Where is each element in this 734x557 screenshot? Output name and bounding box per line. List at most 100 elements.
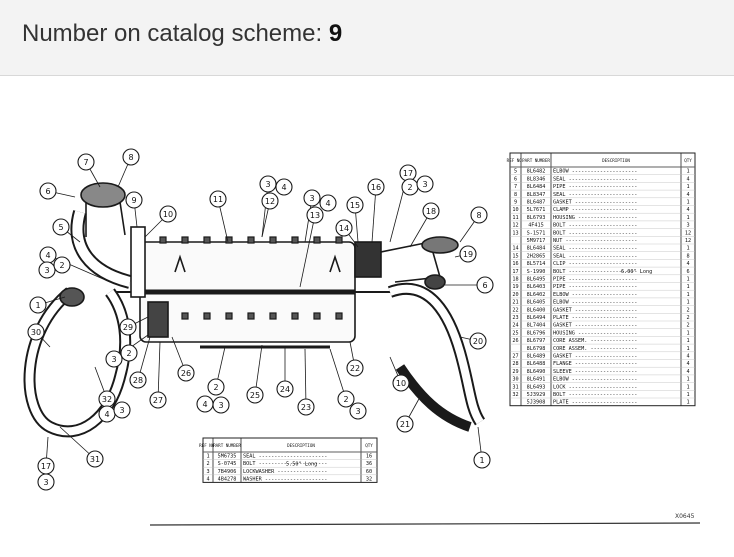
table-cell: 8L6490 [527, 369, 546, 375]
table-cell: ELBOW --------------------- [553, 300, 637, 306]
callout-1: 1 [473, 451, 491, 469]
callout-circle [37, 473, 55, 491]
callout-circle [392, 374, 410, 392]
callout-circle [159, 205, 177, 223]
table-cell: 7 [514, 184, 517, 190]
table-cell: GASKET -------------------- [553, 354, 637, 360]
callout-8: 8 [122, 148, 140, 166]
table-cell: PIPE ---------------------- [553, 277, 637, 283]
right-upper-pipe [380, 241, 442, 283]
table-cell: 5J3929 [527, 392, 546, 398]
table-cell: 8L6494 [527, 315, 546, 321]
callout-number: 2 [213, 383, 218, 392]
left-top-flange [80, 182, 126, 208]
callout-31: 31 [86, 450, 104, 468]
table-cell: 8L6798 [527, 346, 546, 352]
table-cell: 2 [686, 323, 689, 329]
callout-number: 3 [309, 194, 314, 203]
table-cell: PIPE ---------------------- [553, 284, 637, 290]
callout-2: 2 [207, 378, 225, 396]
table-cell: 8L6400 [527, 307, 546, 313]
table-cell: 4 [686, 369, 689, 375]
table-cell: 2 [206, 461, 209, 467]
housing-fins [174, 254, 341, 273]
table-cell: 1 [686, 400, 689, 406]
housing-bolt [203, 312, 211, 320]
table-cell: HOUSING ------------------- [553, 215, 637, 221]
callout-10: 10 [392, 374, 410, 392]
right-elbow-flange [424, 274, 446, 290]
table-cell: SEAL ---------------------- [553, 246, 637, 252]
housing-bolt [247, 312, 255, 320]
table-cell: SEAL ---------------------- [553, 253, 637, 259]
callout-number: 17 [403, 169, 413, 178]
callout-circle [346, 359, 364, 377]
callout-number: 3 [43, 478, 48, 487]
callout-3: 3 [38, 261, 56, 279]
callout-circle [39, 182, 57, 200]
callout-2: 2 [120, 344, 138, 362]
callout-3: 3 [416, 175, 434, 193]
table-cell: 19 [512, 284, 518, 290]
callout-5: 5 [52, 218, 70, 236]
table-cell: 1 [686, 330, 689, 336]
table-cell: 8L6403 [527, 284, 546, 290]
callout-number: 16 [371, 183, 381, 192]
callout-circle [209, 190, 227, 208]
table-cell: CORE ASSEM. --------------- [553, 346, 637, 352]
table-cell: 26 [512, 338, 518, 344]
left-loop-pipe-fill [25, 288, 130, 436]
table-cell: 10 [512, 207, 518, 213]
table-header-cell: PART NUMBER [213, 443, 241, 448]
table-header-cell: DESCRIPTION [602, 158, 630, 163]
callout-11: 11 [209, 190, 227, 208]
callout-18: 18 [422, 202, 440, 220]
callout-number: 19 [463, 250, 473, 259]
table-cell: 8L6488 [527, 361, 546, 367]
table-cell: PLATE --------------------- [553, 400, 637, 406]
table-header-cell: PART NUMBER [522, 158, 550, 163]
left-clamp [130, 226, 146, 298]
callout-circle [149, 391, 167, 409]
housing-bolt [313, 236, 321, 244]
housing-bolt [225, 312, 233, 320]
callout-circle [77, 153, 95, 171]
callout-number: 4 [281, 183, 286, 192]
table-cell: 8L6402 [527, 292, 546, 298]
callout-number: 21 [400, 420, 410, 429]
callout-circle [422, 202, 440, 220]
table-cell: 4 [686, 176, 689, 182]
table-cell: 12 [512, 223, 518, 229]
left-top-pipe [85, 201, 126, 237]
callout-4: 4 [319, 194, 337, 212]
callout-number: 3 [111, 355, 116, 364]
table-cell: 25 [512, 330, 518, 336]
table-border [509, 152, 696, 407]
right-upper-flange [354, 241, 382, 278]
table-cell: 8L8347 [527, 192, 546, 198]
callout-number: 1 [35, 301, 40, 310]
callout-circle [129, 371, 147, 389]
callout-26: 26 [177, 364, 195, 382]
table-cell: 8L6796 [527, 330, 546, 336]
callout-1: 1 [29, 296, 47, 314]
housing-bolt [225, 236, 233, 244]
callout-number: 9 [131, 196, 136, 205]
callout-circle [306, 206, 324, 224]
callout-circle [335, 219, 353, 237]
callout-number: 8 [476, 211, 481, 220]
bottom-rule [149, 522, 701, 526]
callout-circle [297, 398, 315, 416]
callout-number: 2 [59, 261, 64, 270]
callout-circle [38, 261, 56, 279]
housing-bolt [335, 312, 343, 320]
housing-bolt [313, 312, 321, 320]
table-cell: SEAL ---------------------- [243, 454, 327, 460]
table-cell: WASHER -------------------- [243, 476, 327, 482]
callout-circle [396, 415, 414, 433]
table-cell: LOCK ---------------------- [553, 384, 637, 390]
callout-15: 15 [346, 196, 364, 214]
callout-7: 7 [77, 153, 95, 171]
